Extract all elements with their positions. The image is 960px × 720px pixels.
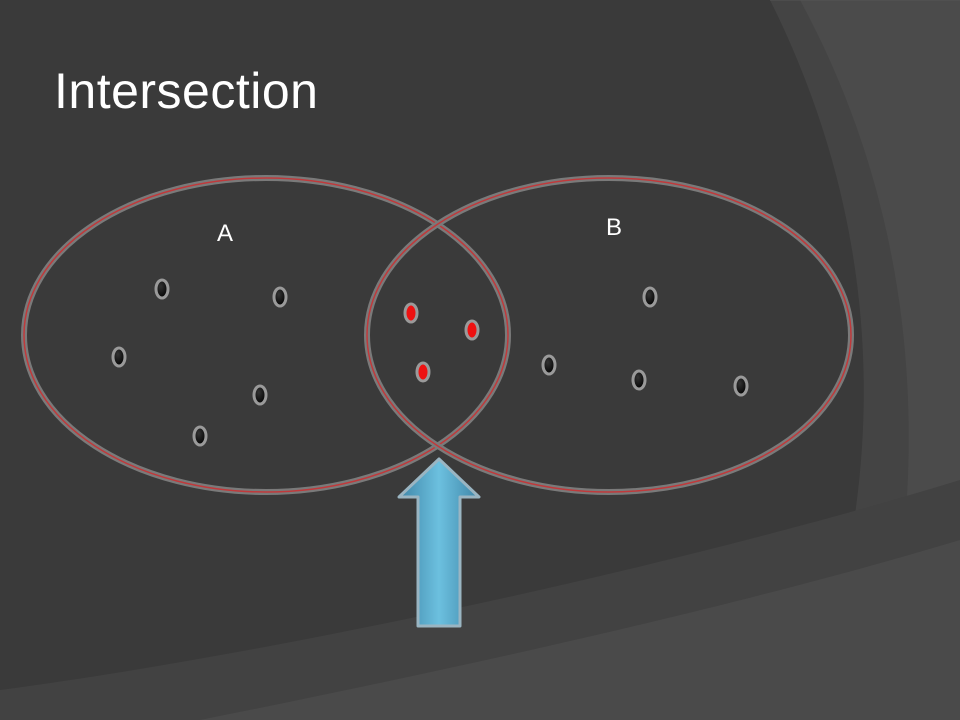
set-b-element — [642, 286, 658, 308]
intersection-element — [403, 302, 419, 324]
intersection-element — [464, 319, 480, 341]
set-a-ellipse — [21, 175, 511, 495]
set-b-element — [541, 354, 557, 376]
set-b-element — [631, 369, 647, 391]
up-arrow-icon — [397, 457, 481, 628]
set-a-elements — [111, 278, 288, 447]
slide-title: Intersection — [54, 63, 319, 119]
set-a-element — [111, 346, 127, 368]
set-b-label: B — [606, 214, 622, 241]
intersection-element — [415, 361, 431, 383]
set-a-element — [252, 384, 268, 406]
set-b-elements — [541, 286, 749, 397]
set-a-element — [154, 278, 170, 300]
intersection-elements — [403, 302, 480, 383]
set-a-element — [192, 425, 208, 447]
set-a-element — [272, 286, 288, 308]
set-b-element — [733, 375, 749, 397]
set-a-label: A — [217, 220, 233, 247]
set-b-ellipse — [364, 175, 854, 495]
